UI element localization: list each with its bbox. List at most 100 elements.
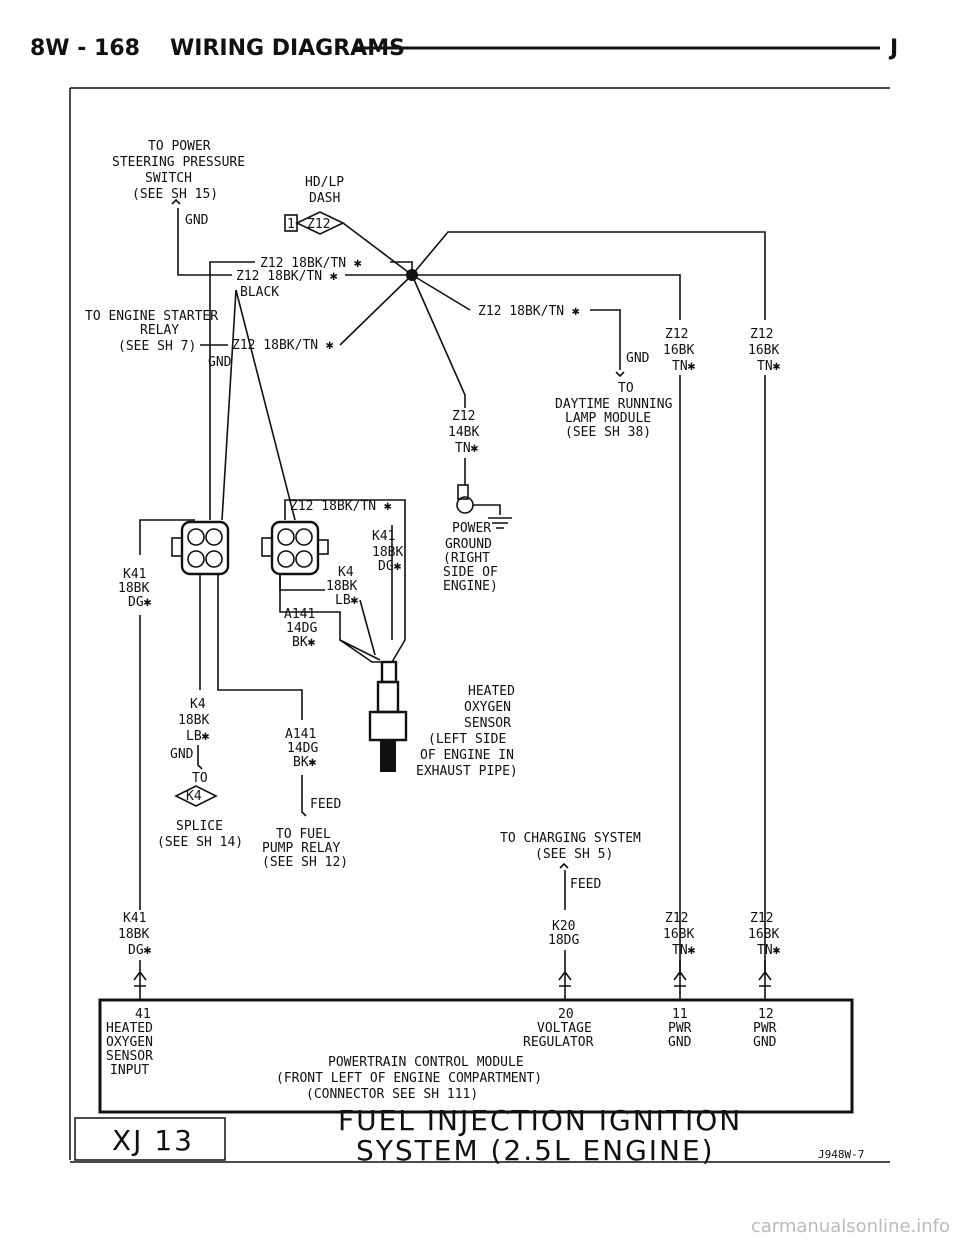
- z12-mid-low-l1: Z12: [665, 911, 688, 926]
- pcm-name-3: (CONNECTOR SEE SH 111): [306, 1087, 478, 1102]
- ps-label-2: STEERING PRESSURE: [112, 155, 245, 170]
- splice-line: [342, 222, 413, 276]
- pcm-pin-41: 41: [135, 1007, 151, 1022]
- a141-wire: [217, 575, 303, 720]
- pcm-box: [98, 998, 854, 1114]
- pcm-pin-41-d1: HEATED: [106, 1021, 153, 1036]
- black-leader-2: [235, 289, 296, 521]
- z12-right-wire: [411, 231, 766, 320]
- drl-gnd: GND: [626, 351, 650, 366]
- o2-connector-sensor: [270, 520, 320, 576]
- ps-gnd: GND: [185, 213, 209, 228]
- charging-l1: TO CHARGING SYSTEM: [500, 831, 641, 846]
- pcm-pin-20: 20: [558, 1007, 574, 1022]
- sensor-z12-label: Z12 18BK/TN ✱: [290, 499, 392, 514]
- k4-to: TO: [192, 771, 208, 786]
- k41-low-l1: K41: [123, 911, 146, 926]
- k41-l1: K41: [123, 567, 146, 582]
- fuel-feed: FEED: [310, 797, 341, 812]
- pcm-pin-41-d2: OXYGEN: [106, 1035, 153, 1050]
- o2-label-5: OF ENGINE IN: [420, 748, 514, 763]
- k41-l3: DG✱: [128, 595, 152, 610]
- k4-l2: 18BK: [178, 713, 209, 728]
- pg-label-2: GROUND: [445, 537, 492, 552]
- ps-wire-label: Z12 18BK/TN ✱: [236, 269, 338, 284]
- o2-label-3: SENSOR: [464, 716, 511, 731]
- page-number: 8W - 168: [30, 36, 140, 61]
- drl-wire: [590, 309, 621, 370]
- charging-symbol: [559, 862, 569, 869]
- watermark: carmanualsonline.info: [751, 1216, 950, 1237]
- cavity-7: [277, 550, 295, 568]
- fuel-l1: TO FUEL: [276, 827, 331, 842]
- pcm-pin-41-d4: INPUT: [110, 1063, 149, 1078]
- drl-label-3: LAMP MODULE: [565, 411, 651, 426]
- sensor-a141-l3: BK✱: [292, 635, 316, 650]
- sensor-k4-lead: [279, 575, 325, 591]
- z12-low-wires: [679, 960, 766, 1000]
- z12-14-l2: 14BK: [448, 425, 479, 440]
- sensor-body: [376, 680, 400, 714]
- ps-label-4: (SEE SH 15): [132, 187, 218, 202]
- drl-ground-symbol: [615, 371, 625, 378]
- k41-top: [139, 519, 195, 555]
- pg-label-4: SIDE OF: [443, 565, 498, 580]
- sensor-k4-wire: [359, 599, 376, 656]
- connector-tab: [317, 539, 329, 555]
- k4-splice-diamond: [174, 785, 218, 807]
- z12-right-low-l3: TN✱: [757, 943, 781, 958]
- z12-right-l1: Z12: [750, 327, 773, 342]
- starter-wire: [339, 274, 413, 346]
- black-label: BLACK: [240, 285, 279, 300]
- o2-label-4: (LEFT SIDE: [428, 732, 506, 747]
- black-leader: [221, 289, 237, 521]
- pcm-pin-11-d1: PWR: [668, 1021, 692, 1036]
- splice-id: Z12: [307, 217, 330, 232]
- pin-connector-icon: [558, 970, 572, 987]
- cavity-5: [277, 528, 295, 546]
- a141-l1: A141: [285, 727, 316, 742]
- ps-label-1: TO POWER: [148, 139, 211, 154]
- model-code: XJ 13: [112, 1124, 194, 1157]
- ground-strap: [473, 504, 501, 515]
- o2-label-6: EXHAUST PIPE): [416, 764, 518, 779]
- pcm-name-1: POWERTRAIN CONTROL MODULE: [328, 1055, 524, 1070]
- z12-mid-low-l2: 16BK: [663, 927, 694, 942]
- drl-label-1: TO: [618, 381, 634, 396]
- a141-l2: 14DG: [287, 741, 318, 756]
- conn-wire-down: [209, 261, 255, 520]
- conn-wire-top: [390, 261, 413, 275]
- pg-label-5: ENGINE): [443, 579, 498, 594]
- diagram-title-1: FUEL INJECTION IGNITION: [338, 1104, 742, 1137]
- pcm-pin-11-d2: GND: [668, 1035, 692, 1050]
- k20-l2: 18DG: [548, 933, 579, 948]
- z12-mid-l2: 16BK: [663, 343, 694, 358]
- z12-14-l3: TN✱: [455, 441, 479, 456]
- sensor-z12-wire: [284, 499, 406, 640]
- starter-label-1: TO ENGINE STARTER: [85, 309, 218, 324]
- k4-splice-id: K4: [186, 789, 202, 804]
- pcm-pin-20-d1: VOLTAGE: [537, 1021, 592, 1036]
- pg-label-3: (RIGHT: [443, 551, 490, 566]
- sensor-k4-l2: 18BK: [326, 579, 357, 594]
- k4-gnd: GND: [170, 747, 194, 762]
- z12-right-l2: 16BK: [748, 343, 779, 358]
- sensor-a141-wire: [279, 575, 381, 661]
- starter-gnd: GND: [208, 355, 232, 370]
- model-box: [74, 1117, 226, 1161]
- pin-connector-icon: [758, 970, 772, 987]
- pg-label-1: POWER: [452, 521, 491, 536]
- k4-splice-l1: SPLICE: [176, 819, 223, 834]
- drl-wire-label: Z12 18BK/TN ✱: [478, 304, 580, 319]
- pcm-pin-12-d2: GND: [753, 1035, 777, 1050]
- k4-splice-l2: (SEE SH 14): [157, 835, 243, 850]
- charging-feed: FEED: [570, 877, 601, 892]
- pin-connector-icon: [133, 970, 147, 987]
- z12-mid-l3: TN✱: [672, 359, 696, 374]
- ground-branch: [411, 274, 466, 408]
- conn-wire-label: Z12 18BK/TN ✱: [260, 256, 362, 271]
- starter-label-2: RELAY: [140, 323, 179, 338]
- sensor-wire-boot: [380, 660, 398, 684]
- z12-mid-low-l3: TN✱: [672, 943, 696, 958]
